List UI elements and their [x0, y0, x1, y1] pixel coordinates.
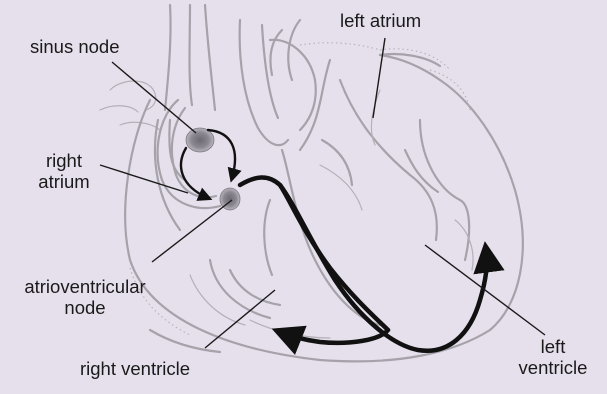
sinus-node-leader: [112, 62, 196, 133]
label-left-ventricle: left ventricle: [508, 336, 598, 378]
great-vessels: [100, 5, 330, 150]
label-av-line1: atrioventricular: [6, 276, 164, 297]
right-ventricle-leader: [205, 290, 275, 348]
av-node-leader: [152, 200, 232, 262]
label-av-line2: node: [6, 297, 164, 318]
sa-to-av-left-arrow: [181, 148, 208, 198]
label-left-ventricle-line2: ventricle: [508, 357, 598, 378]
label-right-atrium-line2: atrium: [30, 171, 98, 192]
label-left-atrium: left atrium: [340, 10, 421, 31]
label-sinus-node: sinus node: [30, 36, 119, 57]
label-right-ventricle: right ventricle: [80, 358, 190, 379]
label-atrioventricular-node: atrioventricular node: [6, 276, 164, 318]
left-atrium-leader: [373, 38, 385, 118]
sinus-node-shape: [186, 128, 214, 152]
right-atrium-chamber: [158, 100, 220, 208]
label-right-atrium: right atrium: [30, 150, 98, 192]
label-left-ventricle-line1: left: [508, 336, 598, 357]
label-right-atrium-line1: right: [30, 150, 98, 171]
